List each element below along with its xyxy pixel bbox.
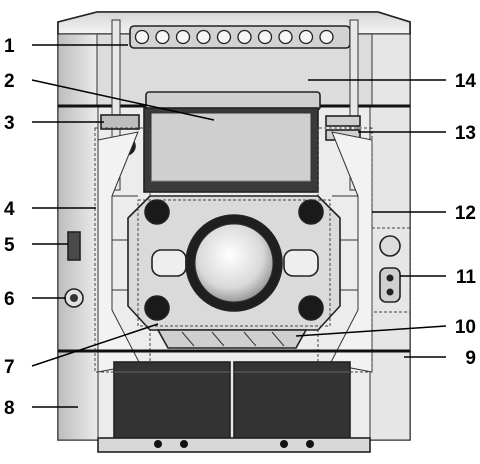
callout-9: 9 — [465, 348, 476, 369]
callout-13: 13 — [455, 123, 476, 144]
callout-1: 1 — [4, 36, 15, 57]
callout-5: 5 — [4, 235, 15, 256]
right-side-controls — [371, 227, 411, 313]
cassette-decks — [113, 361, 351, 439]
callout-6: 6 — [4, 289, 15, 310]
callout-8: 8 — [4, 398, 15, 419]
base — [97, 437, 371, 453]
left-side-panel — [94, 127, 151, 373]
top-button — [175, 29, 191, 45]
left-side-jack — [64, 288, 84, 308]
top-buttons — [134, 29, 334, 45]
callout-10: 10 — [455, 317, 476, 338]
callout-4: 4 — [4, 199, 15, 220]
callout-12: 12 — [455, 203, 476, 224]
top-button — [155, 29, 170, 45]
top-button — [216, 29, 232, 45]
callout-11: 11 — [456, 267, 477, 288]
top-button — [196, 29, 211, 45]
callout-3: 3 — [4, 113, 15, 134]
top-button — [237, 29, 252, 45]
leader-lines — [31, 44, 447, 408]
top-button — [134, 29, 150, 45]
top-button — [319, 29, 334, 45]
callout-7: 7 — [4, 357, 15, 378]
top-button — [257, 29, 273, 45]
top-button — [278, 29, 293, 45]
top-button — [298, 29, 314, 45]
callout-labels: 1 2 3 4 5 6 7 8 9 10 11 12 13 14 — [4, 36, 476, 419]
side-handles — [111, 19, 359, 191]
callout-2: 2 — [4, 71, 15, 92]
left-side-switch — [67, 231, 81, 261]
central-control-panel — [127, 195, 341, 331]
lower-button-row — [156, 329, 308, 349]
cd-tray-area — [143, 91, 321, 193]
callout-14: 14 — [455, 71, 477, 92]
